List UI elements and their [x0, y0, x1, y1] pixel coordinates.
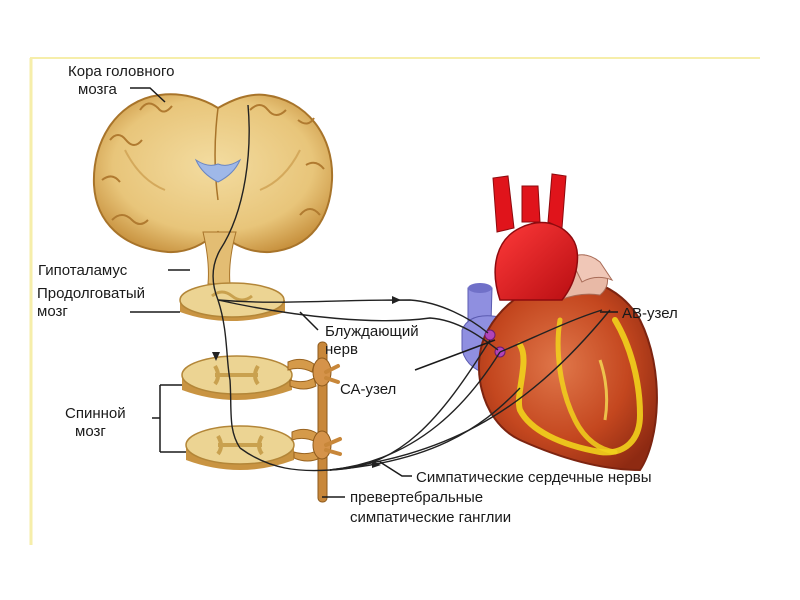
- label-av-node: АВ-узел: [622, 305, 678, 322]
- spinal-cord-slice-upper: [181, 355, 293, 400]
- sympathetic-arrow: [372, 461, 381, 468]
- label-ganglia-line2: симпатические ганглии: [350, 509, 511, 526]
- brain-section: [92, 93, 334, 285]
- label-cortex-line2: мозга: [78, 81, 118, 98]
- label-spinal-cord-line1: Спинной: [65, 405, 126, 422]
- label-vagus-line1: Блуждающий: [325, 323, 419, 340]
- spinal-cord-slice-lower: [185, 425, 295, 470]
- heart: [461, 173, 658, 472]
- label-spinal-cord-line2: мозг: [75, 423, 106, 440]
- label-sympathetic-nerves: Симпатические сердечные нервы: [416, 469, 652, 486]
- label-vagus-line2: нерв: [325, 341, 358, 358]
- aorta: [494, 221, 579, 301]
- arrowheads: [212, 296, 401, 468]
- sympathetic-ganglia-chain: [312, 341, 342, 503]
- label-sa-node: СА-узел: [340, 381, 396, 398]
- label-ganglia-line1: превертебральные: [350, 489, 483, 506]
- label-cortex-line1: Кора головного: [68, 63, 174, 80]
- label-medulla-line1: Продолговатый: [37, 285, 145, 302]
- vagus-arrow: [392, 296, 401, 304]
- label-medulla-line2: мозг: [37, 303, 68, 320]
- label-hypothalamus: Гипоталамус: [38, 262, 128, 279]
- leader-lines: [130, 87, 618, 498]
- nerve-pathways: [212, 104, 611, 472]
- descending-arrow: [212, 352, 220, 361]
- spinal-nerve-roots: [287, 358, 321, 462]
- ventricle: [194, 158, 242, 183]
